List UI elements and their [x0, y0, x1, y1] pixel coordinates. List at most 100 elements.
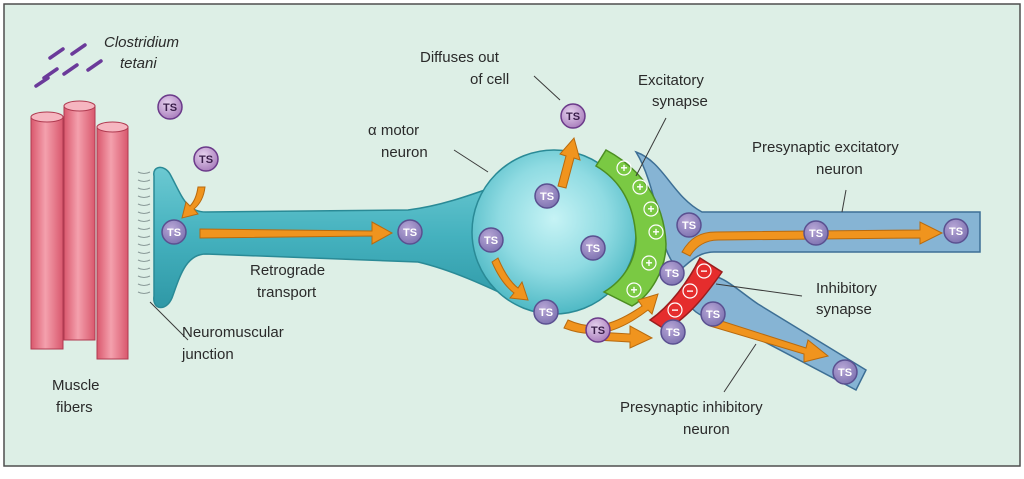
presynaptic-inhibitory-label-line2: neuron	[683, 421, 730, 438]
toxin-molecule: TS	[534, 183, 560, 209]
toxin-circle	[478, 227, 504, 253]
toxin-molecule: TS	[533, 299, 559, 325]
toxin-molecule: TS	[832, 359, 858, 385]
toxin-circle	[560, 103, 586, 129]
sign-ring	[648, 224, 664, 240]
nmj-label-line1: Neuromuscular	[182, 324, 284, 341]
toxin-molecule: TS	[397, 219, 423, 245]
inhibitory-signs: −−−	[667, 263, 712, 318]
diffuses-label-line2: of cell	[470, 71, 509, 88]
excitatory-synapse-label-line2: synapse	[652, 93, 708, 110]
sign-ring	[632, 179, 648, 195]
toxin-label: TS	[665, 268, 679, 280]
sign-ring	[682, 283, 698, 299]
labels: Clostridium tetani Diffuses out of cell …	[52, 34, 899, 438]
retrograde-label-line1: Retrograde	[250, 262, 325, 279]
excitatory-synapse	[594, 149, 667, 307]
sign-label: −	[686, 284, 693, 298]
toxin-molecule: TS	[478, 227, 504, 253]
bacteria-label-line2: tetani	[120, 55, 157, 72]
toxin-molecule: TS	[803, 220, 829, 246]
toxin-circle	[161, 219, 187, 245]
retrograde-label-line2: transport	[257, 284, 317, 301]
sign-label: +	[620, 161, 627, 175]
sign-label: −	[700, 264, 707, 278]
inhibitory-synapse-label-line1: Inhibitory	[816, 280, 877, 297]
toxin-circle	[659, 260, 685, 286]
alpha-motor-label-line2: neuron	[381, 144, 428, 161]
toxin-label: TS	[586, 243, 600, 255]
clostridium-bacteria	[34, 43, 103, 88]
toxin-label: TS	[838, 367, 852, 379]
toxin-molecule: TS	[560, 103, 586, 129]
alpha-motor-label-line1: α motor	[368, 122, 419, 139]
presynaptic-excitatory-label-line2: neuron	[816, 161, 863, 178]
toxin-molecule: TS	[585, 317, 611, 343]
toxin-molecule: TS	[157, 94, 183, 120]
sign-label: +	[647, 202, 654, 216]
toxin-molecule: TS	[161, 219, 187, 245]
toxin-label: TS	[199, 154, 213, 166]
bacteria-label-line1: Clostridium	[104, 34, 179, 51]
sign-label: +	[645, 256, 652, 270]
entry-arrow	[181, 186, 206, 219]
toxin-circle	[676, 212, 702, 238]
toxin-circle	[397, 219, 423, 245]
diffuses-label-line1: Diffuses out	[420, 49, 500, 66]
toxin-circle	[832, 359, 858, 385]
toxin-label: TS	[706, 309, 720, 321]
nmj-label-line2: junction	[181, 346, 234, 363]
toxin-label: TS	[949, 226, 963, 238]
neuromuscular-cleft	[137, 171, 151, 294]
sign-ring	[667, 302, 683, 318]
toxin-label: TS	[809, 228, 823, 240]
toxin-molecule: TS	[676, 212, 702, 238]
toxin-label: TS	[591, 325, 605, 337]
inhibitory-neuron-arrow	[709, 317, 830, 363]
toxin-molecule: TS	[659, 260, 685, 286]
toxin-circle	[193, 146, 219, 172]
toxin-molecules: TS TS TS TS TS TS TS TS TS TS TS TS TS TS TS TS TS	[157, 94, 969, 385]
toxin-label: TS	[167, 227, 181, 239]
toxin-circle	[534, 183, 560, 209]
retrograde-arrow	[199, 221, 394, 245]
muscle-label-line2: fibers	[56, 399, 93, 416]
toxin-circle	[943, 218, 969, 244]
sign-label: +	[652, 225, 659, 239]
sign-ring	[616, 160, 632, 176]
toxin-circle	[585, 317, 611, 343]
sign-label: +	[630, 283, 637, 297]
toxin-label: TS	[403, 227, 417, 239]
toxin-label: TS	[539, 307, 553, 319]
toxin-circle	[157, 94, 183, 120]
toxin-molecule: TS	[700, 301, 726, 327]
toxin-label: TS	[666, 327, 680, 339]
toxin-circle	[533, 299, 559, 325]
sign-label: +	[636, 180, 643, 194]
toxin-label: TS	[566, 111, 580, 123]
sign-ring	[696, 263, 712, 279]
excitatory-signs: + + + + + +	[616, 160, 664, 298]
excitatory-synapse-label-line1: Excitatory	[638, 72, 704, 89]
sign-ring	[626, 282, 642, 298]
presynaptic-excitatory-label-line1: Presynaptic excitatory	[752, 139, 899, 156]
soma-arrow	[491, 257, 529, 301]
leader-lines	[149, 75, 847, 393]
toxin-molecule: TS	[580, 235, 606, 261]
inhibitory-synapse-label-line2: synapse	[816, 301, 872, 318]
toxin-label: TS	[484, 235, 498, 247]
toxin-molecule: TS	[660, 319, 686, 345]
diffuse-arrow	[557, 136, 581, 189]
toxin-circle	[803, 220, 829, 246]
sign-ring	[643, 201, 659, 217]
toxin-label: TS	[163, 102, 177, 114]
toxin-label: TS	[540, 191, 554, 203]
toxin-molecule: TS	[943, 218, 969, 244]
toxin-label: TS	[682, 220, 696, 232]
sign-ring	[641, 255, 657, 271]
muscle-fibers	[30, 100, 129, 360]
toxin-circle	[700, 301, 726, 327]
toxin-circle	[580, 235, 606, 261]
